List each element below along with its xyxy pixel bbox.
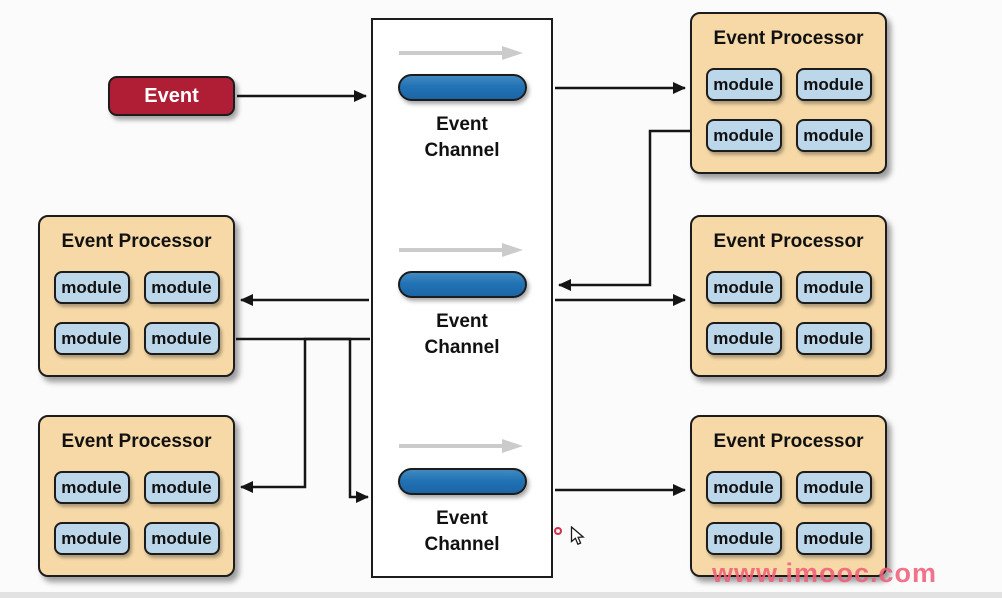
event-processor-bottom-right: Event Processor module module module mod… [690, 415, 887, 577]
arrow-channel3-to-processor-bottomleft [240, 337, 370, 493]
module-grid: module module module module [692, 271, 885, 355]
module-box: module [53, 322, 130, 355]
module-box: module [143, 271, 220, 304]
module-box: module [795, 119, 872, 152]
processor-title: Event Processor [61, 431, 212, 452]
module-box: module [705, 522, 782, 555]
module-box: module [705, 119, 782, 152]
watermark: www.imooc.com [712, 558, 938, 588]
bottom-edge-bar [0, 592, 1002, 598]
event-channel-pill [398, 271, 527, 298]
flow-arrow-icon [399, 438, 525, 454]
event-processor-top-right: Event Processor module module module mod… [690, 12, 887, 174]
module-box: module [795, 271, 872, 304]
event-channel-pill [398, 74, 527, 101]
module-box: module [143, 522, 220, 555]
processor-title: Event Processor [713, 28, 864, 49]
module-box: module [795, 68, 872, 101]
module-box: module [143, 471, 220, 504]
module-grid: module module module module [692, 68, 885, 152]
arrow-processor-middleleft-to-channel3 [236, 337, 369, 503]
event-channel-label: Event Channel [424, 311, 500, 358]
event-channel-label: Event Channel [424, 508, 500, 555]
processor-title: Event Processor [713, 431, 864, 452]
module-box: module [53, 522, 130, 555]
event-source-box: Event [108, 76, 235, 116]
module-box: module [705, 68, 782, 101]
mouse-cursor-icon [570, 525, 586, 551]
module-box: module [53, 271, 130, 304]
laser-dot-icon [554, 527, 562, 535]
event-processor-bottom-left: Event Processor module module module mod… [38, 415, 235, 577]
processor-title: Event Processor [713, 231, 864, 252]
event-processor-middle-left: Event Processor module module module mod… [38, 215, 235, 377]
event-processor-middle-right: Event Processor module module module mod… [690, 215, 887, 377]
flow-arrow-icon [399, 45, 525, 61]
module-box: module [795, 522, 872, 555]
module-box: module [705, 271, 782, 304]
module-box: module [795, 471, 872, 504]
flow-arrow-icon [399, 242, 525, 258]
event-channel-panel: Event Channel Event Channel Event Channe… [371, 18, 553, 578]
processor-title: Event Processor [61, 231, 212, 252]
module-grid: module module module module [40, 471, 233, 555]
module-grid: module module module module [40, 271, 233, 355]
event-source-label: Event [144, 84, 199, 107]
event-channel-label: Event Channel [424, 114, 500, 161]
arrow-processor-topright-to-channel2 [558, 129, 690, 291]
module-grid: module module module module [692, 471, 885, 555]
module-box: module [53, 471, 130, 504]
module-box: module [795, 322, 872, 355]
module-box: module [705, 322, 782, 355]
module-box: module [705, 471, 782, 504]
event-channel-pill [398, 468, 527, 495]
module-box: module [143, 322, 220, 355]
